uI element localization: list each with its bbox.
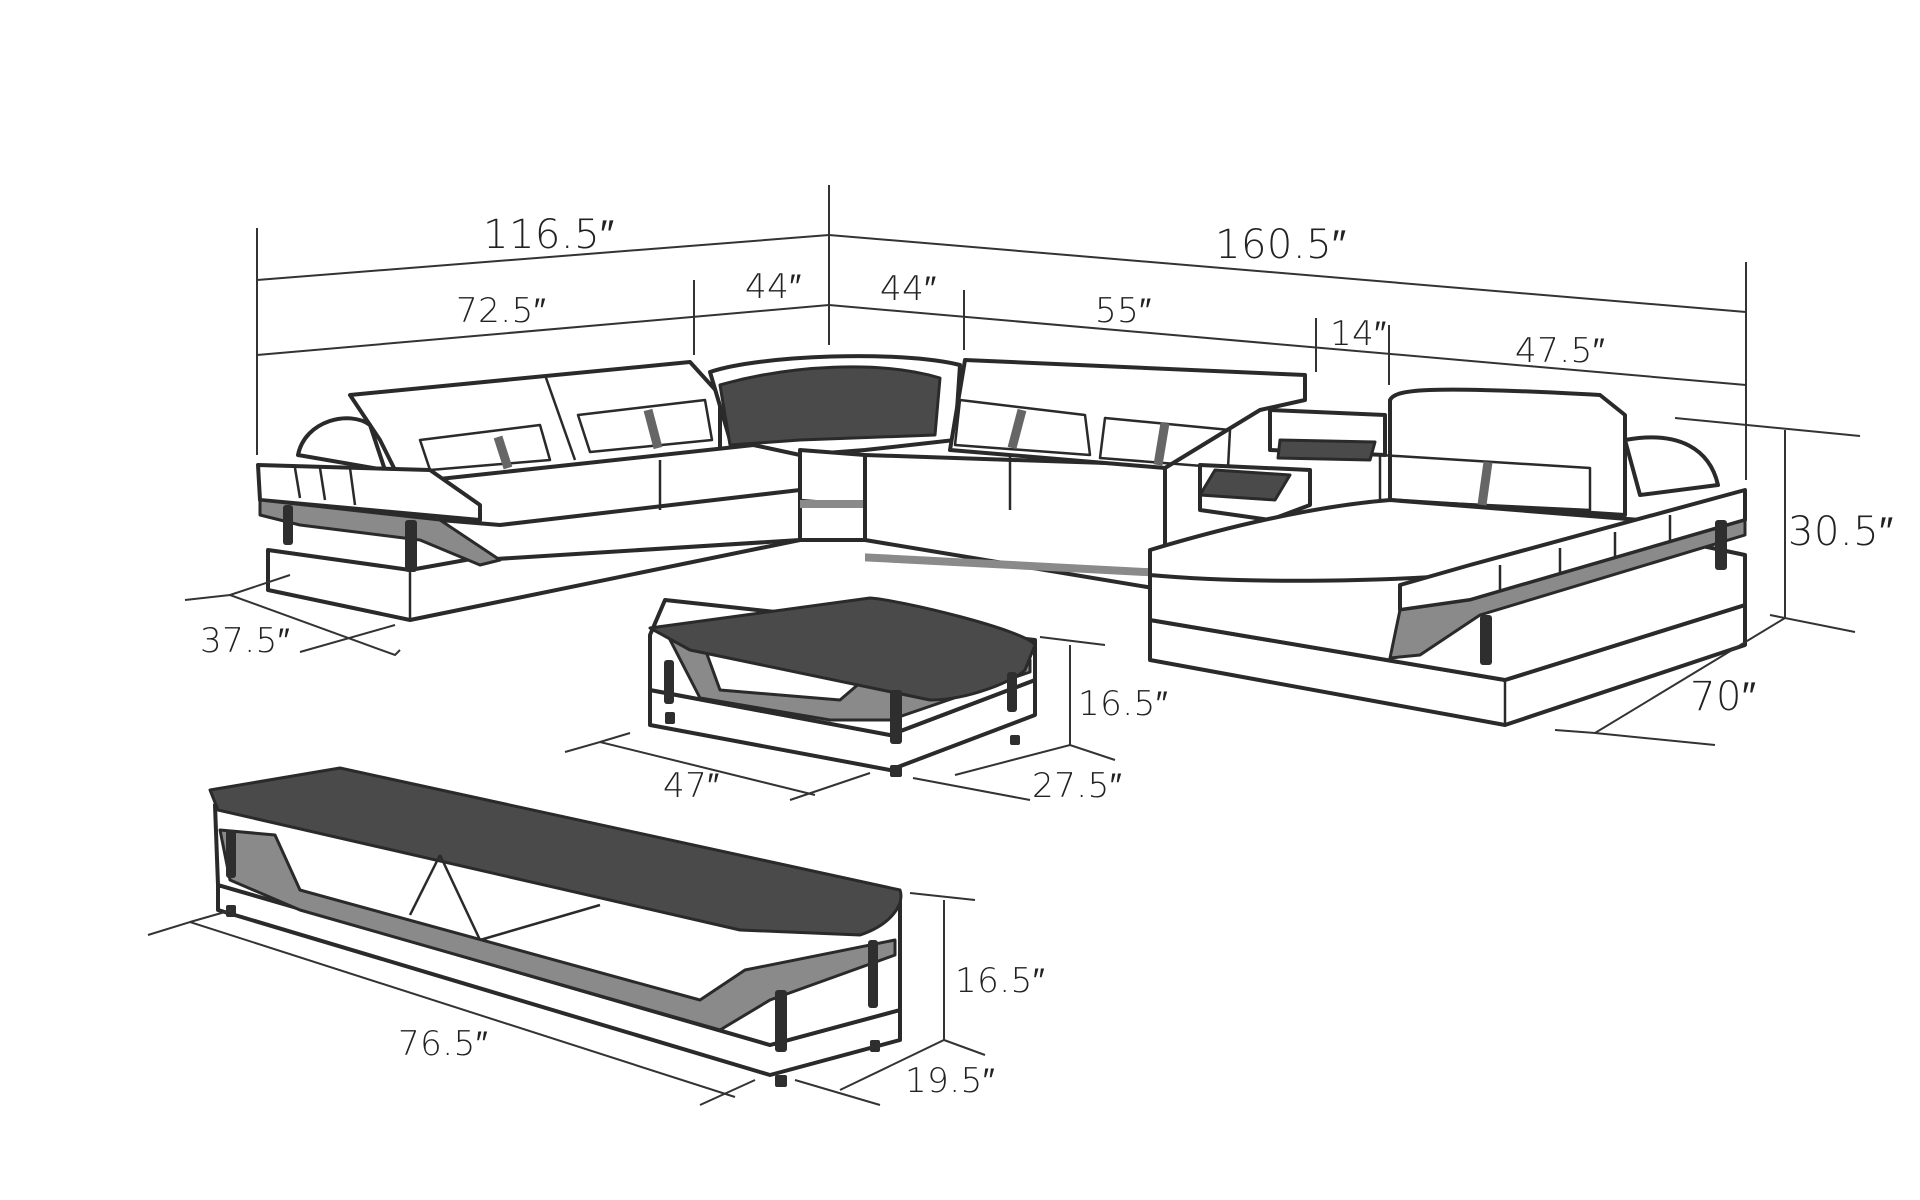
label-overall-right-width: 160.5″ <box>1215 222 1347 268</box>
label-tv-stand-depth: 19.5″ <box>905 1061 995 1101</box>
coffee-table-top <box>648 596 1037 702</box>
label-corner-left: 44″ <box>745 267 802 307</box>
coffee-table <box>648 596 1037 777</box>
label-corner-right: 44″ <box>880 269 937 309</box>
tv-stand-top <box>208 766 903 937</box>
label-coffee-table-depth: 27.5″ <box>1032 766 1122 806</box>
sofa-side-dimension-lines <box>184 417 1861 746</box>
left-armrest <box>256 463 482 522</box>
top-dimension-lines <box>256 185 1747 480</box>
label-coffee-table-height: 16.5″ <box>1078 684 1168 724</box>
corner-dark-panel <box>718 365 942 447</box>
label-coffee-table-length: 47″ <box>663 766 720 806</box>
dimension-labels: 116.5″ 160.5″ 72.5″ 44″ 44″ 55″ 14″ 47.5… <box>200 212 1894 1101</box>
coffee-table-dimension-lines <box>564 636 1116 801</box>
tv-stand-dimension-lines <box>147 892 986 1106</box>
middle-backrest <box>948 358 1307 470</box>
label-sofa-depth: 37.5″ <box>200 621 290 661</box>
label-sofa-height: 30.5″ <box>1788 509 1894 555</box>
label-left-section: 72.5″ <box>456 291 546 331</box>
label-tv-stand-height: 16.5″ <box>955 961 1045 1001</box>
label-console: 14″ <box>1330 314 1387 354</box>
label-chaise-length: 70″ <box>1690 674 1757 720</box>
tv-stand <box>208 766 903 1087</box>
label-chaise-width: 47.5″ <box>1515 331 1605 371</box>
label-overall-left-width: 116.5″ <box>483 212 615 258</box>
sectional-sofa <box>256 354 1747 727</box>
label-middle-section: 55″ <box>1095 291 1152 331</box>
chaise-backrest <box>1388 387 1627 517</box>
label-tv-stand-length: 76.5″ <box>398 1024 488 1064</box>
